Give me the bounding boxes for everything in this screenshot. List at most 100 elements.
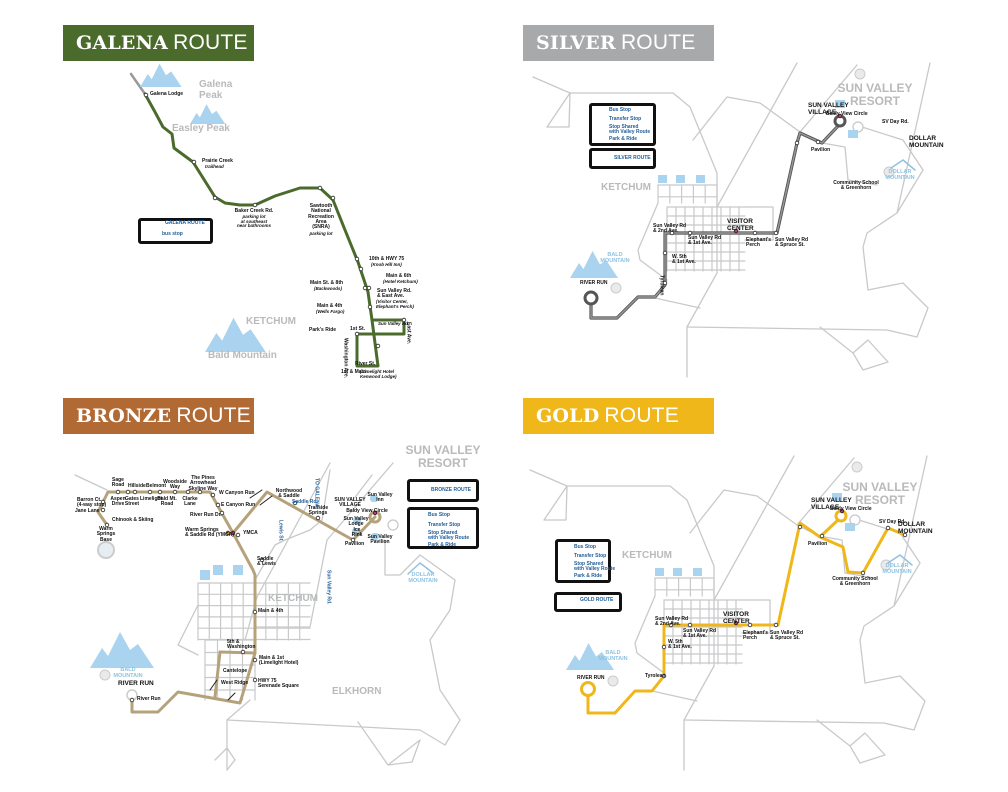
ketchum-label: KETCHUM — [268, 593, 318, 604]
silver-legend-route — [589, 148, 656, 169]
bus-stop-icon — [794, 140, 800, 146]
main1-label: Main & 1st (Limelight Hotel) — [259, 655, 299, 667]
silver-road — [799, 64, 858, 133]
bus-stop-icon — [661, 673, 667, 679]
bald-rd-label: Bald Mt. Road — [157, 496, 177, 508]
silver-road — [819, 326, 889, 371]
main6-label: Main & 6th — [386, 273, 412, 279]
park-ride-label: Park & Ride — [428, 542, 457, 548]
header-bold: SILVER — [536, 32, 616, 54]
bus-stop-icon — [143, 92, 149, 98]
dollar-mtn-label: DOLLAR MOUNTAIN — [885, 169, 915, 181]
gold-road — [713, 455, 795, 601]
bald-mountain-icon — [566, 643, 614, 670]
snra-label: Sawtooth National Recreation Area (SNRA) — [308, 203, 334, 230]
gold-park-block — [693, 568, 702, 576]
fifth-wash-label: 5th & Washington — [227, 639, 256, 651]
main6-sub-label: (Hotel Ketchum) — [383, 279, 418, 284]
bus-stop-icon — [191, 159, 197, 165]
community-label: Community School & Greenhorn — [832, 576, 878, 588]
silver-park-block — [696, 175, 705, 183]
gold-road — [543, 485, 568, 521]
dollar-mtn-label: DOLLAR MOUNTAIN — [408, 572, 438, 584]
first-main-sub-label: (Limelight Hotel Kenwood Lodge) — [360, 369, 397, 379]
baker-sub-label: parking lot at southeast near bathrooms — [236, 214, 272, 229]
to-galena-label: TO GALENA — [313, 478, 320, 508]
shared-stop-icon — [225, 530, 231, 536]
rink-label: Ice Rink — [351, 527, 363, 539]
main4-sub-label: (Wells Fargo) — [316, 309, 345, 314]
resort-label: SUN VALLEY RESORT — [842, 480, 918, 507]
svr-1st-label: Sun Valley Rd & 1st Ave. — [688, 235, 722, 247]
gold-road — [816, 719, 886, 764]
river-run-label: RIVER RUN — [118, 680, 154, 687]
bronze-route-branch — [231, 490, 377, 542]
bald-mtn-label: BALD MOUNTAIN — [600, 252, 630, 264]
sv-day-label: SV Day Rd. — [882, 119, 909, 125]
bus-stop-icon — [330, 195, 336, 201]
gold-road — [683, 599, 715, 771]
bus-stop-icon — [197, 489, 203, 495]
sv-day-label: SV Day Rd. — [879, 519, 906, 525]
svr-1st-label: Sun Valley Rd & 1st Ave. — [683, 628, 717, 640]
dollar-mountain-icon — [887, 554, 913, 566]
silver-road — [546, 92, 571, 128]
transfer-stop-icon — [733, 228, 739, 234]
river-run-stop-label: River Run — [137, 696, 161, 702]
bald-mountain-icon — [90, 632, 154, 668]
bus-stop-icon — [100, 499, 106, 505]
silver-road — [686, 206, 718, 378]
gold-route-spur — [820, 518, 840, 537]
baldy-view-label: Baldy View Circle — [830, 506, 872, 512]
bus-stop-icon — [669, 230, 675, 236]
tenth-sub-label: (Knob Hill Inn) — [371, 262, 402, 267]
bus-stop-icon — [100, 507, 106, 513]
bus-stop-icon — [350, 537, 356, 543]
inn-label: Sun Valley Inn — [367, 492, 393, 504]
cantelope-label: Cantelope — [223, 668, 248, 674]
baker-creek-label: Baker Creek Rd. — [234, 208, 274, 214]
bronze-park-block — [213, 565, 223, 575]
w5th-label: W. 5th & 1st Ave. — [672, 254, 696, 266]
silver-road — [686, 126, 929, 338]
dollar-label: DOLLAR MOUNTAIN — [909, 135, 944, 149]
header-rest: ROUTE — [604, 404, 679, 427]
direction-arrow-icon — [249, 489, 263, 499]
parks-ride-label: Park's Ride — [309, 327, 337, 333]
route-label: SILVER ROUTE — [614, 155, 651, 161]
bus-stop-icon — [240, 649, 246, 655]
bronze-resort-building — [370, 495, 378, 502]
pines-label: The Pines Arrowhead Skyline Way — [188, 475, 218, 492]
bus-stop-icon — [317, 185, 323, 191]
gold-bald-lift-icon — [607, 675, 619, 687]
pavilion-label: Pavilion — [345, 541, 365, 547]
svr-east-sub-label: (Visitor Center, Elephant's Perch) — [376, 299, 414, 309]
bus-stop-icon — [747, 622, 753, 628]
transfer-stop-icon — [839, 508, 845, 514]
bus-stop-icon — [292, 500, 298, 506]
sun-valley-rd-label: Sun Valley Rd. — [378, 321, 410, 326]
northwood-label: Northwood & Saddle — [275, 488, 303, 500]
gold-resort-lift-icon — [851, 461, 863, 473]
gold-route-line — [586, 521, 907, 715]
bus-stop-icon — [115, 489, 121, 495]
village-label: SUN VALLEY VILLAGE — [334, 497, 366, 509]
elephant-label: Elephant's Perch — [746, 237, 772, 249]
gold-resort-building — [832, 493, 842, 501]
bus-stop-icon — [354, 256, 360, 262]
hillside-label: Hillside — [128, 483, 146, 489]
silver-road — [637, 202, 668, 281]
trailside-label: Trailside Springs — [307, 505, 329, 517]
sv-pavilion-label: Sun Valley Pavilion — [367, 534, 393, 546]
bus-stop-icon — [687, 230, 693, 236]
river-run-loop — [580, 681, 596, 697]
sun-valley-rd-label: Sun Valley Rd. — [325, 570, 332, 605]
header-rest: ROUTE — [173, 31, 248, 54]
east-ave-label: East Ave. — [405, 322, 412, 345]
transfer-label: Transfer Stop — [574, 553, 607, 559]
w5th-label: W. 5th & 1st Ave. — [668, 639, 692, 651]
bus-stop-icon — [819, 533, 825, 539]
